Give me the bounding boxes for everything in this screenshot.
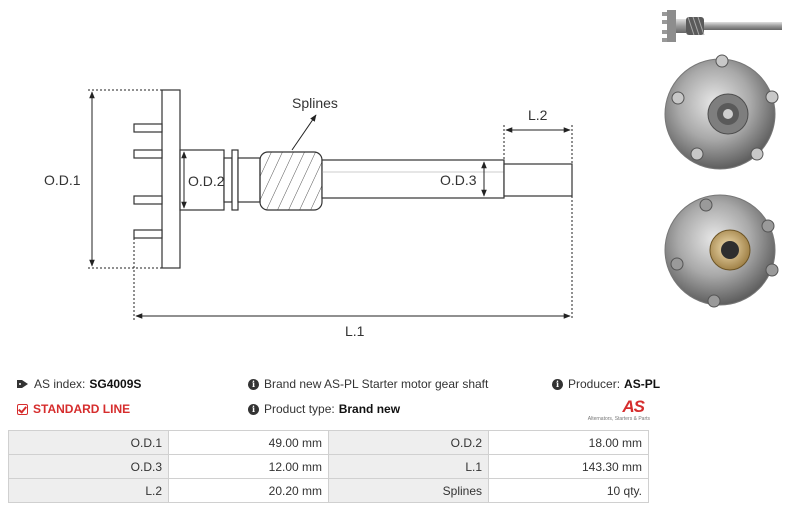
spec-value: 49.00 mm [168,430,329,455]
logo-subtitle: Alternators, Starters & Parts [587,416,650,422]
flange-pins [133,123,163,239]
spec-value: 12.00 mm [168,454,329,479]
spec-value: 143.30 mm [488,454,649,479]
spec-label: O.D.3 [8,454,169,479]
table-row: O.D.1 49.00 mm O.D.2 18.00 mm [8,430,649,455]
description-text: Brand new AS-PL Starter motor gear shaft [264,377,489,391]
photo-back-view [664,194,779,308]
spec-value: 18.00 mm [488,430,649,455]
product-type-value: Brand new [338,402,401,416]
as-index-label: AS index: [34,377,86,391]
spec-label: L.1 [328,454,489,479]
product-type: i Product type: Brand new [248,402,400,416]
table-row: O.D.3 12.00 mm L.1 143.30 mm [8,454,649,479]
photo-front-view [664,54,779,170]
spec-label: Splines [328,478,489,503]
spec-label: O.D.1 [8,430,169,455]
specifications-table: O.D.1 49.00 mm O.D.2 18.00 mm O.D.3 12.0… [8,430,649,503]
shaft [321,159,505,199]
producer-value: AS-PL [624,377,661,391]
as-index: AS index: SG4009S [17,377,141,391]
as-pl-logo: AS Alternators, Starters & Parts [586,397,650,425]
info-icon: i [248,378,259,390]
info-icon: i [552,378,563,390]
producer: i Producer: AS-PL [552,377,660,391]
od2-label: O.D.2 [188,173,225,189]
product-photos [662,10,782,308]
od1-dimension [88,89,162,269]
l2-label: L.2 [528,107,548,123]
product-type-label: Product type: [264,402,335,416]
splines-leader [291,114,317,151]
spec-label: O.D.2 [328,430,489,455]
od3-label: O.D.3 [440,172,477,188]
l1-dimension [133,196,573,320]
photo-side-view [662,10,782,42]
table-row: L.2 20.20 mm Splines 10 qty. [8,478,649,503]
info-icon: i [248,403,259,415]
standard-line: STANDARD LINE [17,402,130,416]
splines-label: Splines [292,95,338,111]
technical-drawing: O.D.1 O.D.2 O.D.3 L.2 L.1 Splines [44,89,573,339]
l2-dimension [503,125,573,164]
spec-label: L.2 [8,478,169,503]
logo-text: AS [622,397,645,416]
standard-line-label: STANDARD LINE [33,402,131,416]
hub [179,149,225,211]
check-icon [17,403,28,415]
splines-section [259,151,323,211]
shaft-end [503,163,573,197]
l1-label: L.1 [345,323,365,339]
producer-label: Producer: [568,377,621,391]
tag-icon [17,380,28,388]
od1-label: O.D.1 [44,172,81,188]
spec-value: 20.20 mm [168,478,329,503]
description: i Brand new AS-PL Starter motor gear sha… [248,377,488,391]
as-index-value: SG4009S [89,377,142,391]
flange [161,89,181,269]
spec-value: 10 qty. [488,478,649,503]
